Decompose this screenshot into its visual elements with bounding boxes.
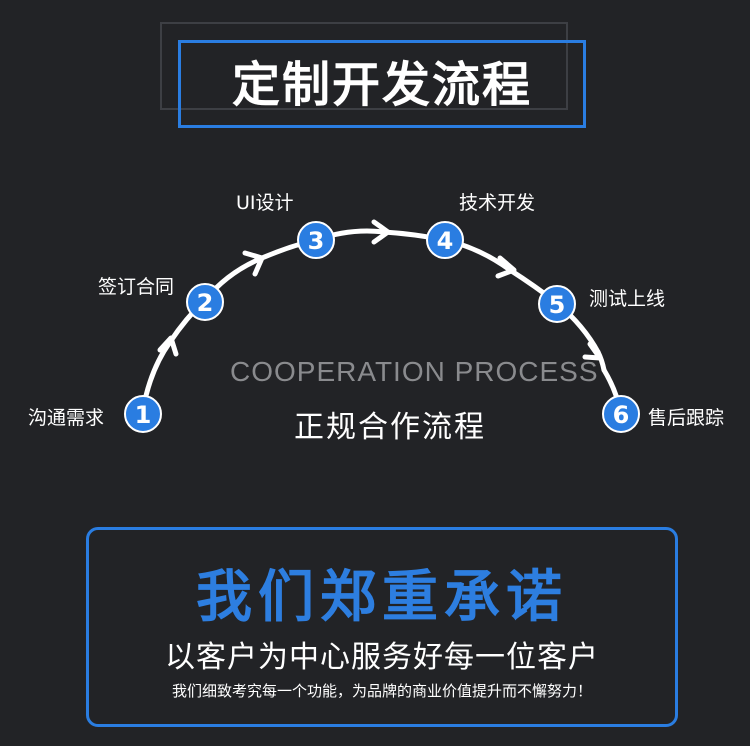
step-circle-2: 2: [186, 283, 224, 321]
chevron-arrow-icon: [371, 219, 391, 245]
chevron-arrow-icon: [242, 250, 265, 277]
page-title: 定制开发流程: [231, 57, 532, 113]
promise-title: 我们郑重承诺: [196, 565, 568, 630]
step-label-5: 测试上线: [589, 288, 666, 310]
step-label-4: 技术开发: [459, 192, 536, 214]
subtitle-chinese: 正规合作流程: [294, 410, 486, 445]
chevron-arrow-icon: [582, 341, 603, 361]
title-frame-back: [160, 22, 568, 110]
step-circle-1: 1: [124, 395, 162, 433]
step-number: 2: [197, 289, 214, 317]
step-circle-3: 3: [297, 221, 335, 259]
promise-panel: 我们郑重承诺 以客户为中心服务好每一位客户 我们细致考究每一个功能，为品牌的商业…: [86, 527, 678, 727]
subtitle-english: COOPERATION PROCESS: [230, 356, 599, 387]
step-number: 6: [613, 401, 630, 429]
chevron-arrow-icon: [495, 255, 517, 279]
header: 定制开发流程: [0, 0, 750, 140]
step-label-3: UI设计: [236, 192, 294, 214]
step-number: 3: [308, 227, 325, 255]
step-label-6: 售后跟踪: [648, 407, 725, 429]
step-circle-5: 5: [538, 285, 576, 323]
promise-subtitle: 以客户为中心服务好每一位客户: [165, 640, 599, 675]
step-number: 5: [549, 291, 566, 319]
step-number: 1: [135, 401, 152, 429]
step-circle-6: 6: [602, 395, 640, 433]
step-label-2: 签订合同: [98, 276, 175, 298]
chevron-arrow-icon: [157, 335, 179, 357]
step-label-1: 沟通需求: [28, 407, 105, 429]
promise-note: 我们细致考究每一个功能，为品牌的商业价值提升而不懈努力！: [171, 682, 592, 700]
process-arc: 1 2 3 4 5 6: [124, 219, 640, 433]
step-circle-4: 4: [426, 221, 464, 259]
step-number: 4: [437, 227, 454, 255]
title-frame-front: [178, 40, 586, 128]
